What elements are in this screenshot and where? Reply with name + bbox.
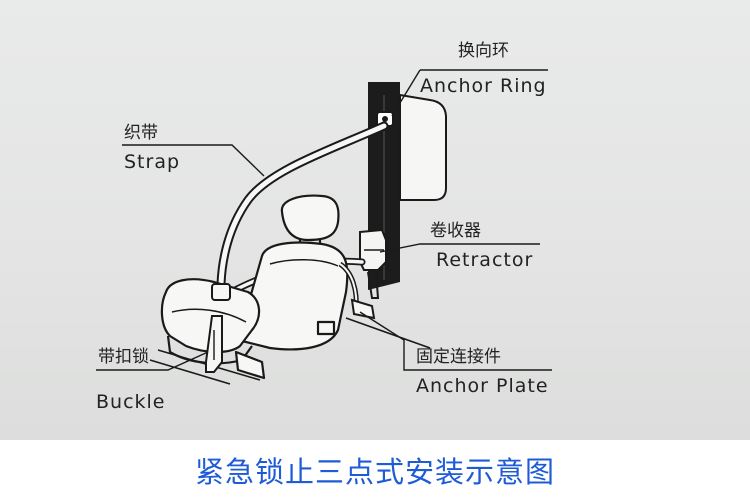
label-buckle-en: Buckle <box>96 391 166 413</box>
seat <box>160 194 359 380</box>
label-retractor-cn: 卷收器 <box>430 221 481 241</box>
label-anchor-ring-cn: 换向环 <box>458 41 509 61</box>
buckle-part <box>205 283 231 373</box>
label-buckle-cn: 带扣锁 <box>98 347 149 367</box>
anchor-plate-part <box>350 298 376 320</box>
label-buckle: 带扣锁 Buckle <box>96 347 166 413</box>
label-retractor-en: Retractor <box>436 249 533 271</box>
label-anchor-plate-en: Anchor Plate <box>416 375 549 397</box>
label-strap-cn: 织带 <box>124 123 158 143</box>
seatbelt-diagram: 换向环 Anchor Ring 织带 Strap 卷收器 Retractor 固… <box>0 0 750 440</box>
label-anchor-plate: 固定连接件 Anchor Plate <box>416 347 549 397</box>
label-anchor-plate-cn: 固定连接件 <box>416 347 501 367</box>
label-anchor-ring-en: Anchor Ring <box>420 75 547 97</box>
label-retractor: 卷收器 Retractor <box>430 221 533 271</box>
label-strap-en: Strap <box>124 151 180 173</box>
diagram-drawing: 换向环 Anchor Ring 织带 Strap 卷收器 Retractor 固… <box>96 41 552 413</box>
window-panel <box>399 93 447 201</box>
leader-lines <box>96 69 552 371</box>
diagram-caption: 紧急锁止三点式安装示意图 <box>194 455 555 489</box>
label-anchor-ring: 换向环 Anchor Ring <box>420 41 547 97</box>
label-strap: 织带 Strap <box>124 123 180 173</box>
